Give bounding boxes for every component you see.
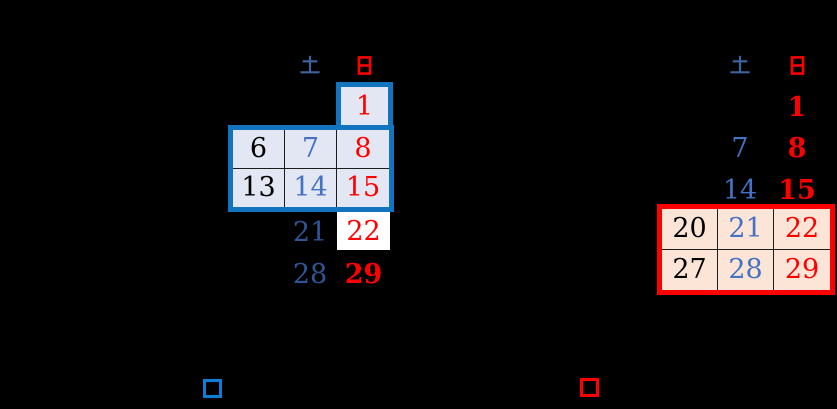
saturday-kanji-icon bbox=[730, 55, 750, 74]
left-week5-sunday: 29 bbox=[337, 256, 390, 293]
right-sunday-header bbox=[769, 52, 825, 78]
date-cell: 21 bbox=[718, 209, 774, 250]
blue-answer-box bbox=[203, 379, 222, 398]
sunday-kanji-icon bbox=[790, 55, 804, 75]
date-number: 15 bbox=[778, 175, 816, 206]
date-cell: 22 bbox=[774, 209, 830, 250]
date-number: 28 bbox=[292, 259, 328, 290]
date-number: 22 bbox=[346, 215, 381, 247]
date-cell: 27 bbox=[662, 249, 718, 290]
date-number: 29 bbox=[344, 259, 383, 290]
date-cell: 13 bbox=[233, 168, 285, 207]
right-week2-saturday: 7 bbox=[712, 133, 768, 164]
date-number: 14 bbox=[722, 175, 758, 206]
date-cell: 14 bbox=[285, 168, 337, 207]
left-saturday-header bbox=[283, 52, 337, 78]
saturday-kanji-icon bbox=[300, 55, 320, 74]
right-selected-block: 20 21 22 27 28 29 bbox=[657, 204, 835, 295]
right-week3-sunday: 15 bbox=[769, 175, 825, 206]
date-number: 8 bbox=[787, 133, 807, 164]
left-week1-sunday-cell: 1 bbox=[336, 82, 393, 125]
left-week4-sunday-highlight-cell: 22 bbox=[337, 212, 390, 250]
date-cell: 6 bbox=[233, 130, 285, 169]
date-number: 21 bbox=[292, 216, 328, 248]
date-cell: 8 bbox=[337, 130, 389, 169]
date-number: 7 bbox=[731, 133, 749, 164]
sunday-kanji-icon bbox=[357, 55, 371, 75]
red-answer-box bbox=[580, 378, 599, 397]
date-cell: 20 bbox=[662, 209, 718, 250]
left-selected-block: 6 7 8 13 14 15 bbox=[228, 125, 394, 212]
date-number: 1 bbox=[355, 90, 374, 122]
right-week1-sunday: 1 bbox=[769, 92, 825, 123]
right-week3-saturday: 14 bbox=[712, 175, 768, 206]
date-cell: 29 bbox=[784, 254, 820, 286]
left-week5-saturday: 28 bbox=[283, 256, 337, 293]
left-week4-saturday: 21 bbox=[283, 213, 337, 251]
left-sunday-header bbox=[337, 52, 391, 78]
date-number: 1 bbox=[787, 92, 807, 123]
date-cell: 28 bbox=[718, 249, 774, 290]
date-cell: 7 bbox=[285, 130, 337, 169]
date-cell: 15 bbox=[345, 172, 381, 204]
right-saturday-header bbox=[712, 52, 768, 78]
right-week2-sunday: 8 bbox=[769, 133, 825, 164]
